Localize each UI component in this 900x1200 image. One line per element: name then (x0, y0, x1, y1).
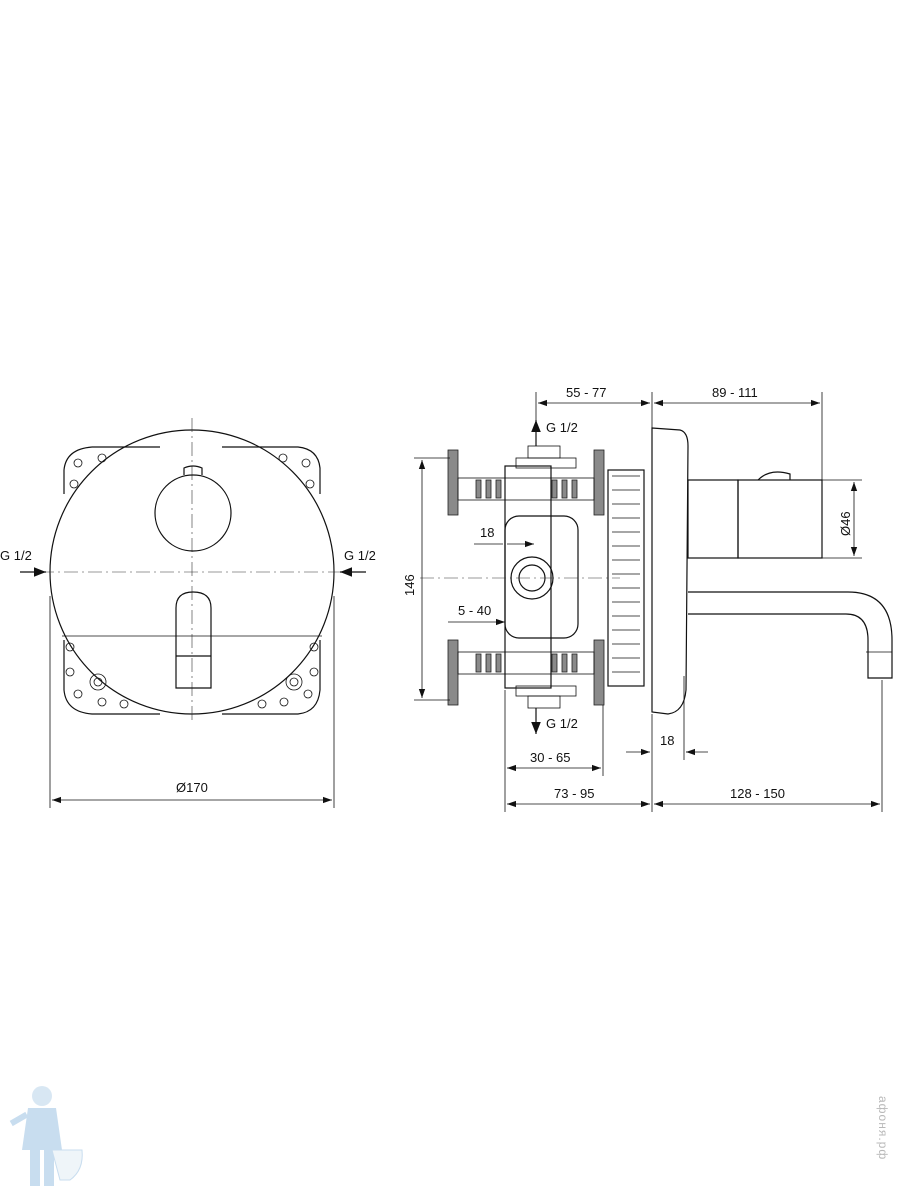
plumber-mascot-logo (9, 1086, 83, 1186)
dim-46-label: Ø46 (838, 511, 853, 536)
side-view: 55 - 77 89 - 111 G 1/2 G 1/2 18 146 5 - … (402, 385, 893, 812)
dim-18-right-label: 18 (660, 733, 674, 748)
site-watermark: афоня.рф (876, 1095, 890, 1160)
dim-5-40-label: 5 - 40 (458, 603, 491, 618)
dim-89-111-label: 89 - 111 (712, 385, 758, 400)
inlet-right-label: G 1/2 (344, 548, 376, 563)
dim-55-77-label: 55 - 77 (566, 385, 606, 400)
mounting-rods (457, 477, 595, 675)
diameter-label: Ø170 (176, 780, 208, 795)
outlet-top-label: G 1/2 (546, 420, 578, 435)
spout-front (175, 591, 212, 689)
dim-30-65-label: 30 - 65 (530, 750, 570, 765)
valve-housing (504, 515, 579, 639)
thread-lines (612, 475, 640, 673)
dim-18-left-label: 18 (480, 525, 494, 540)
dim-146-label: 146 (402, 574, 417, 596)
dim-128-150-label: 128 - 150 (730, 786, 785, 801)
control-knob (154, 474, 232, 552)
mounting-holes (65, 453, 319, 709)
dim-73-95-label: 73 - 95 (554, 786, 594, 801)
front-view: G 1/2 G 1/2 Ø170 (0, 418, 376, 808)
outlet-bottom-label: G 1/2 (546, 716, 578, 731)
handle-body (737, 479, 823, 559)
cover-plate-profile (651, 427, 689, 715)
inlet-left-label: G 1/2 (0, 548, 32, 563)
spout-side (688, 591, 893, 679)
